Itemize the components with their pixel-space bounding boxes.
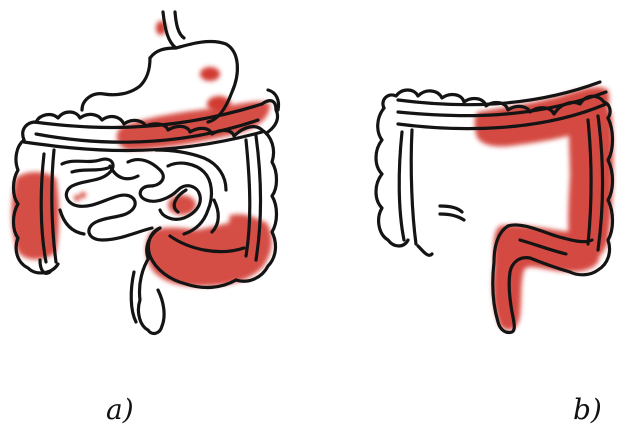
panel-b-drawing	[376, 82, 613, 333]
panel-a-drawing	[12, 12, 279, 333]
panel-a-caption: a)	[106, 396, 134, 424]
panel-b-caption: b)	[573, 396, 602, 424]
panel-a-outline	[14, 12, 279, 333]
